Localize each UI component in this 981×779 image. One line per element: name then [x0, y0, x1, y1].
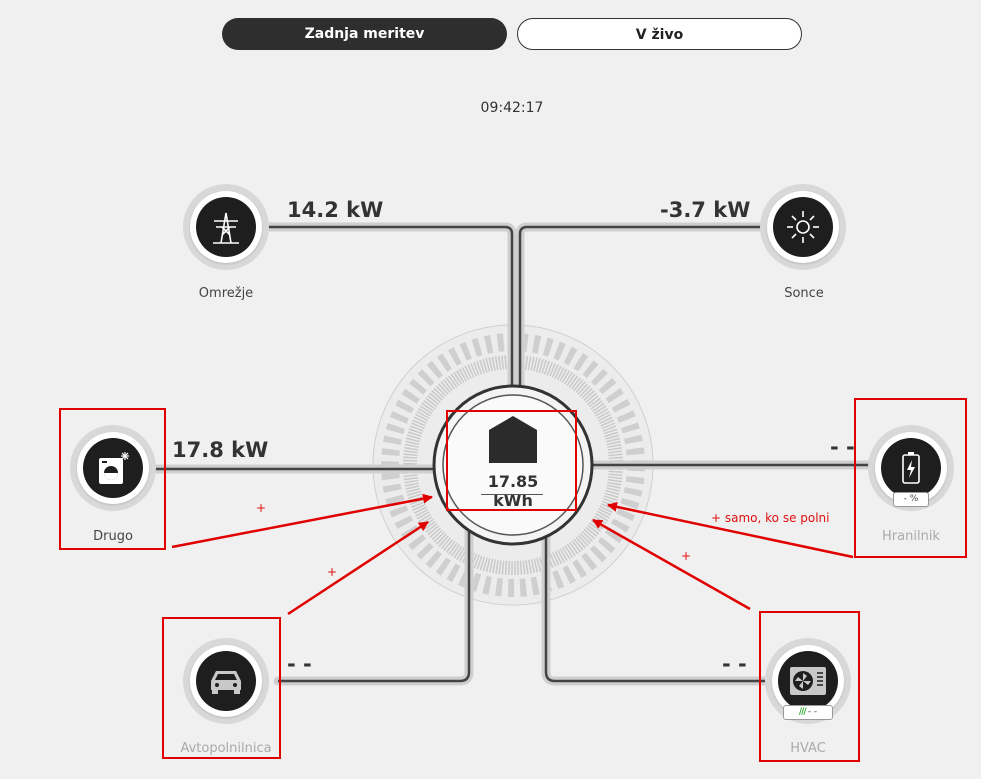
tab-last-measurement[interactable]: Zadnja meritev	[222, 18, 507, 50]
hvac-badge-value: - -	[807, 707, 818, 717]
hvac-power: - -	[722, 652, 747, 676]
arrow-battery	[607, 501, 854, 559]
time-text: 09:42:17	[480, 100, 544, 116]
arrow-ev	[287, 520, 429, 616]
center-energy-value: 17.85 kWh	[487, 472, 539, 510]
center-underline	[481, 494, 543, 495]
tab-live[interactable]: V živo	[517, 18, 802, 50]
wire-hvac	[544, 525, 776, 683]
node-solar-label: Sonce	[784, 286, 824, 301]
house-icon	[489, 416, 537, 463]
sun-icon	[787, 211, 819, 243]
annotation-plus-other: +	[256, 501, 267, 515]
car-icon	[211, 671, 241, 694]
node-solar[interactable]	[760, 184, 846, 270]
highlight-center	[446, 410, 577, 511]
arrow-hvac	[592, 518, 751, 611]
highlight-other	[59, 408, 166, 550]
annotation-battery-note: + samo, ko se polni	[711, 511, 830, 525]
highlight-battery	[854, 398, 967, 558]
highlight-hvac	[759, 611, 860, 762]
ev-charger-power: - -	[287, 652, 312, 676]
washing-machine-icon	[99, 452, 129, 484]
node-other[interactable]	[70, 425, 156, 511]
node-grid[interactable]	[183, 184, 269, 270]
node-other-label: Drugo	[93, 529, 133, 544]
solar-power: -3.7 kW	[660, 198, 751, 222]
signal-bars-icon: ///	[798, 707, 808, 717]
grid-power: 14.2 kW	[287, 198, 384, 222]
node-ev-charger-label: Avtopolnilnica	[180, 741, 272, 756]
power-tower-icon	[213, 212, 239, 244]
annotation-arrows	[171, 493, 854, 616]
node-hvac-label: HVAC	[790, 741, 826, 756]
view-tabs: Zadnja meritev V živo	[222, 18, 802, 52]
battery-icon	[902, 452, 920, 484]
battery-power: - -	[830, 435, 855, 459]
measurement-time: 09:42:17	[0, 100, 981, 116]
hvac-status-badge: /// - -	[783, 705, 833, 720]
arrow-other	[171, 493, 433, 549]
highlight-ev-charger	[162, 617, 281, 759]
heat-pump-icon	[790, 667, 826, 695]
wire-grid	[262, 225, 514, 400]
node-battery-label: Hranilnik	[882, 529, 940, 544]
battery-percent-badge: - %	[893, 492, 929, 507]
annotation-plus-hvac: +	[681, 549, 692, 563]
annotation-plus-ev: +	[327, 565, 338, 579]
node-ev-charger[interactable]	[183, 638, 269, 724]
wire-ev-charger	[278, 525, 471, 683]
wires	[150, 225, 875, 683]
wire-solar	[518, 225, 760, 400]
node-grid-label: Omrežje	[198, 286, 254, 301]
dial-ring-inner	[442, 394, 584, 536]
other-power: 17.8 kW	[172, 438, 269, 462]
